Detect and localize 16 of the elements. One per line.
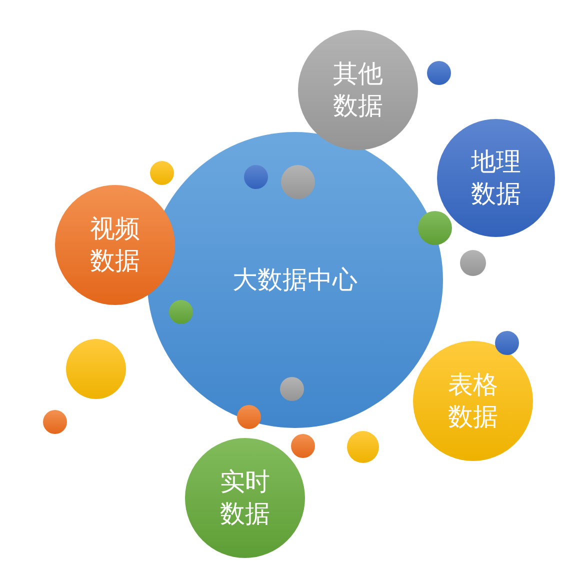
dot-icon <box>244 165 268 189</box>
dot-icon <box>43 410 67 434</box>
dot-icon <box>495 331 519 355</box>
dot-icon <box>281 165 315 199</box>
dot-icon <box>427 61 451 85</box>
dot-icon <box>291 434 315 458</box>
dot-icon <box>280 377 304 401</box>
dot-icon <box>347 431 379 463</box>
bubble-label: 视频数据 <box>89 214 141 277</box>
bubble-label: 地理数据 <box>470 147 522 210</box>
bubble-label: 其他数据 <box>332 59 384 122</box>
dot-icon <box>169 300 193 324</box>
dot-icon <box>460 250 486 276</box>
bubble-label: 大数据中心 <box>232 265 358 296</box>
bubble-label: 实时数据 <box>219 467 271 530</box>
bubble-label: 表格数据 <box>447 370 499 433</box>
